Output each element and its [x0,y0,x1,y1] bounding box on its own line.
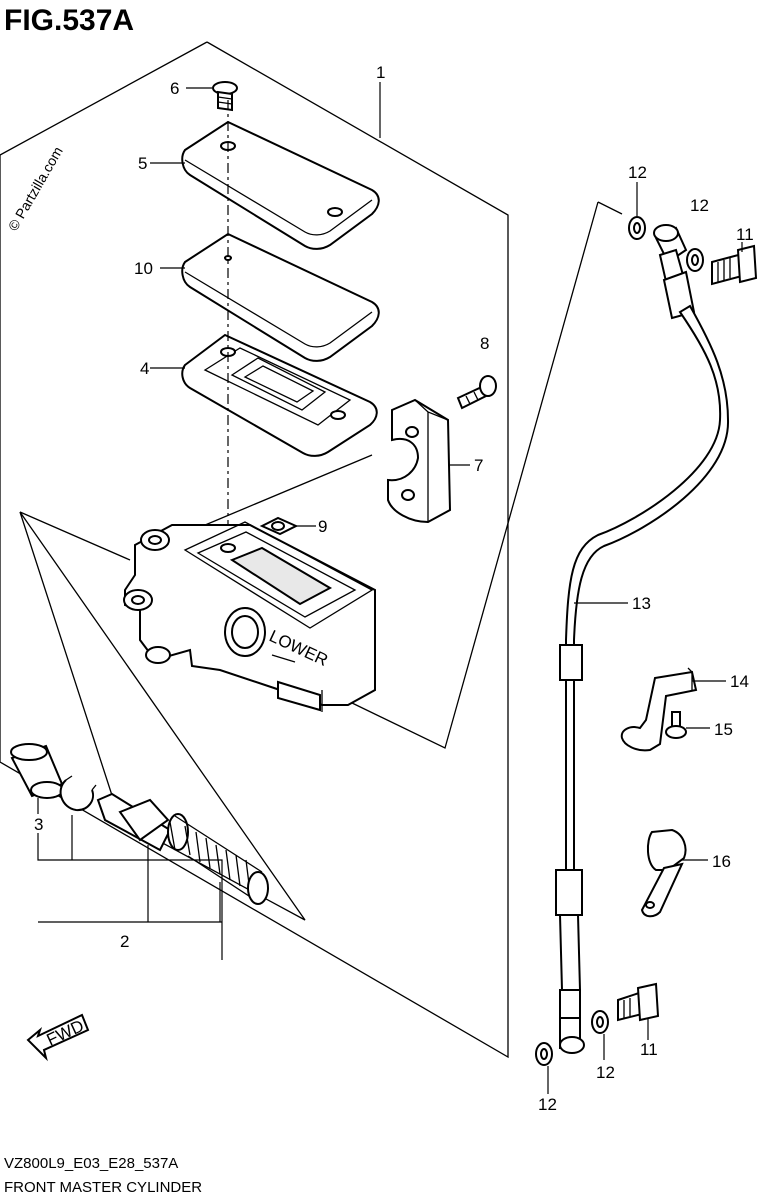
clamp-group-line [197,454,373,529]
figure-title: FIG.537A [4,4,134,37]
union-bolt-part-11-top[interactable] [711,244,758,286]
footer-name: FRONT MASTER CYLINDER [4,1179,202,1196]
callout-1: 1 [376,63,385,82]
fwd-label: FWD [44,1016,87,1050]
subgroup-line [19,511,131,561]
footer-code: VZ800L9_E03_E28_537A [4,1155,178,1172]
callout-3: 3 [34,815,43,834]
callout-8: 8 [480,334,489,353]
bracket-part-16[interactable] [640,828,687,918]
diaphragm-part-4[interactable] [181,333,378,457]
clamp-part-14[interactable] [620,667,698,752]
washer-part-12-b[interactable] [686,248,704,272]
callout-13: 13 [632,594,651,613]
brake-hose-part-13[interactable] [555,304,730,1054]
callout-7: 7 [474,456,483,475]
watermark: © Partzilla.com [5,144,66,234]
boot-part-3[interactable] [10,743,64,799]
callout-12-b: 12 [690,196,709,215]
callout-12-d: 12 [538,1095,557,1114]
subgroup-outline-left [19,511,306,921]
banjo-fitting-top[interactable] [653,224,696,320]
washer-part-12-d[interactable] [535,1042,553,1066]
callout-5: 5 [138,154,147,173]
circlip[interactable] [59,775,97,812]
callout-bracket-2 [37,833,223,960]
assembly-outline [0,41,509,1059]
bolt-part-8[interactable] [456,375,497,410]
master-cylinder-body[interactable]: LOWER [123,521,376,712]
callout-16: 16 [712,852,731,871]
nut-part-9[interactable] [259,516,299,536]
washer-part-12-c[interactable] [591,1010,609,1034]
plate-part-10[interactable] [181,232,380,362]
callout-12-c: 12 [596,1063,615,1082]
fwd-arrow-icon: FWD [26,1013,90,1062]
callout-10: 10 [134,259,153,278]
bolt-part-15[interactable] [665,711,687,739]
hose-group-line [597,201,623,215]
callout-2: 2 [120,932,129,951]
callout-11-top: 11 [736,225,754,244]
reservoir-cap-part-5[interactable] [181,120,380,250]
callout-15: 15 [714,720,733,739]
callout-4: 4 [140,359,149,378]
washer-part-12-a[interactable] [628,216,646,240]
callout-14: 14 [730,672,749,691]
union-bolt-part-11-bottom[interactable] [617,982,660,1022]
hose-group-outline [349,201,599,749]
clamp-part-7[interactable] [387,398,452,524]
callout-9: 9 [318,517,327,536]
piston-kit-part-2[interactable] [96,792,269,905]
callout-11-bottom: 11 [640,1040,658,1059]
callout-6: 6 [170,79,179,98]
callout-12-a: 12 [628,163,647,182]
screw-part-6[interactable] [212,81,238,112]
